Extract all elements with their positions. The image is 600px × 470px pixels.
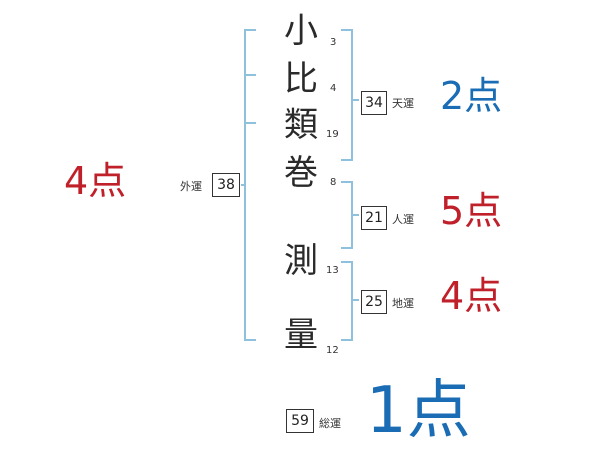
total-fortune-value: 59 [286,409,314,433]
stroke-count-2: 4 [330,83,337,94]
person-fortune-label: 人運 [392,213,414,226]
heaven-fortune-score: 2点 [440,74,503,118]
earth-fortune-value: 25 [361,290,387,314]
stroke-count-4: 8 [330,177,337,188]
name-char-3: 類 [284,105,318,145]
outer-fortune-bracket [241,29,256,341]
stroke-count-5: 13 [326,265,339,276]
name-char-4: 巻 [284,153,318,193]
heaven-fortune-label: 天運 [392,97,414,110]
earth-fortune-score: 4点 [440,274,503,318]
name-char-2: 比 [284,59,318,99]
person-fortune-bracket [341,181,359,249]
stroke-count-3: 19 [326,129,339,140]
earth-fortune-bracket [341,261,359,341]
stroke-count-6: 12 [326,345,339,356]
outer-fortune-label: 外運 [180,180,202,193]
name-char-1: 小 [284,11,318,51]
outer-fortune-value: 38 [212,173,240,197]
stroke-count-1: 3 [330,37,337,48]
earth-fortune-label: 地運 [392,297,414,310]
name-char-6: 量 [284,315,318,355]
outer-fortune-score: 4点 [64,159,127,203]
name-char-5: 測 [284,241,318,281]
total-fortune-label: 総運 [319,417,341,430]
person-fortune-score: 5点 [440,189,503,233]
total-fortune-score: 1点 [366,374,471,448]
heaven-fortune-value: 34 [361,91,387,115]
person-fortune-value: 21 [361,206,387,230]
heaven-fortune-bracket [341,29,359,161]
